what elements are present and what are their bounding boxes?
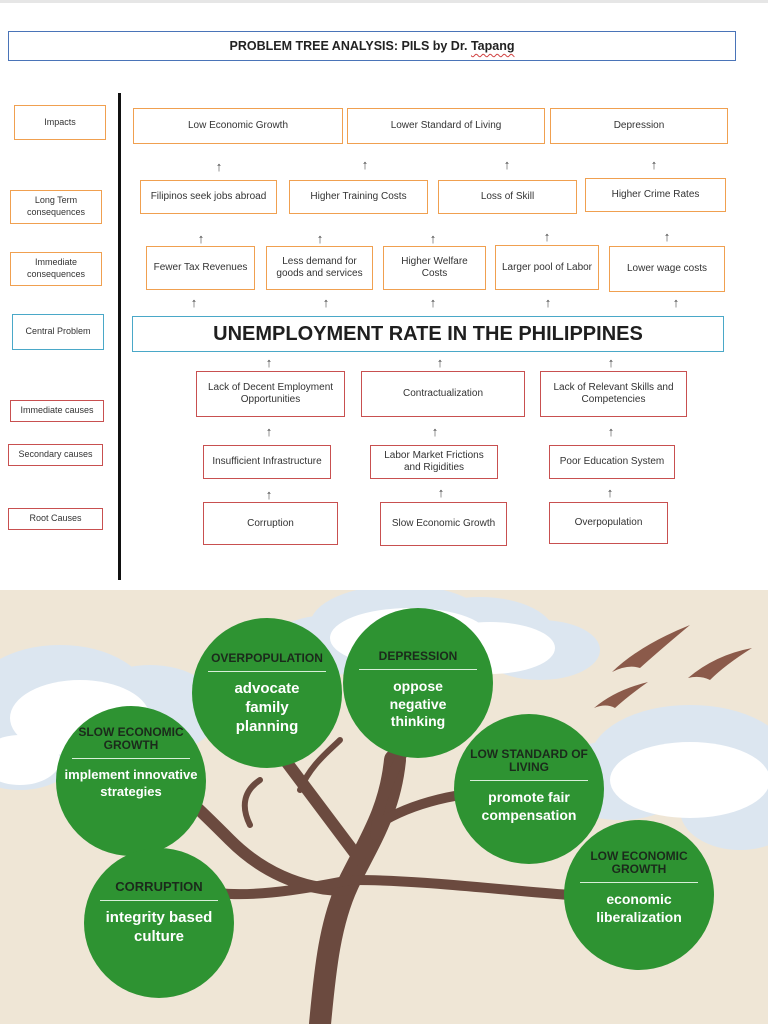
title-box: PROBLEM TREE ANALYSIS: PILS by Dr. Tapan… bbox=[8, 31, 736, 61]
circle-problem-label: LOW STANDARD OF LIVING bbox=[470, 747, 588, 775]
long-term-box: Filipinos seek jobs abroad bbox=[140, 180, 277, 214]
circle-divider bbox=[580, 882, 698, 884]
immediate-cause-box: Contractualization bbox=[361, 371, 525, 417]
title-author-name: Tapang bbox=[470, 39, 515, 53]
root-cause-box: Corruption bbox=[203, 502, 338, 545]
tree-trunk bbox=[144, 715, 575, 1024]
solution-circle-corruption: CORRUPTION integrity based culture bbox=[84, 848, 234, 998]
circle-divider bbox=[208, 671, 326, 673]
circle-solution-text: economic liberalization bbox=[596, 891, 682, 925]
arrow-up-icon: ↑ bbox=[429, 231, 437, 246]
circle-solution-text: promote fair compensation bbox=[481, 789, 577, 823]
long-term-box: Loss of Skill bbox=[438, 180, 577, 214]
circle-problem-label: LOW ECONOMIC GROWTH bbox=[590, 849, 688, 877]
long-term-box: Higher Crime Rates bbox=[585, 178, 726, 212]
arrow-up-icon: ↑ bbox=[436, 355, 444, 370]
side-label-impacts: Impacts bbox=[14, 105, 106, 140]
side-label-root-causes: Root Causes bbox=[8, 508, 103, 530]
solution-circle-slow-economic-growth: SLOW ECONOMIC GROWTH implement innovativ… bbox=[56, 706, 206, 856]
arrow-up-icon: ↑ bbox=[544, 295, 552, 310]
solution-circle-low-economic-growth: LOW ECONOMIC GROWTH economic liberalizat… bbox=[564, 820, 714, 970]
side-label-long-term: Long Term consequences bbox=[10, 190, 102, 224]
side-label-secondary-causes: Secondary causes bbox=[8, 444, 103, 466]
arrow-up-icon: ↑ bbox=[503, 157, 511, 172]
arrow-up-icon: ↑ bbox=[265, 424, 273, 439]
immediate-cause-box: Lack of Decent Employment Opportunities bbox=[196, 371, 345, 417]
consequence-box: Larger pool of Labor bbox=[495, 245, 599, 290]
page-title: PROBLEM TREE ANALYSIS: PILS by Dr. Tapan… bbox=[229, 39, 514, 53]
circle-problem-label: SLOW ECONOMIC GROWTH bbox=[78, 725, 184, 753]
arrow-up-icon: ↑ bbox=[322, 295, 330, 310]
circle-problem-label: CORRUPTION bbox=[115, 879, 203, 894]
solution-circle-depression: DEPRESSION oppose negative thinking bbox=[343, 608, 493, 758]
side-label-central-problem: Central Problem bbox=[12, 314, 104, 350]
central-problem-box: UNEMPLOYMENT RATE IN THE PHILIPPINES bbox=[132, 316, 724, 352]
arrow-up-icon: ↑ bbox=[429, 295, 437, 310]
arrow-up-icon: ↑ bbox=[265, 355, 273, 370]
impact-box: Lower Standard of Living bbox=[347, 108, 545, 144]
circle-problem-label: OVERPOPULATION bbox=[211, 651, 323, 665]
solution-circle-low-standard-of-living: LOW STANDARD OF LIVING promote fair comp… bbox=[454, 714, 604, 864]
arrow-up-icon: ↑ bbox=[431, 424, 439, 439]
consequence-box: Less demand for goods and services bbox=[266, 246, 373, 290]
arrow-up-icon: ↑ bbox=[437, 485, 445, 500]
circle-divider bbox=[359, 669, 477, 671]
solution-circle-overpopulation: OVERPOPULATION advocate family planning bbox=[192, 618, 342, 768]
immediate-cause-box: Lack of Relevant Skills and Competencies bbox=[540, 371, 687, 417]
consequence-box: Fewer Tax Revenues bbox=[146, 246, 255, 290]
tree-scene-svg bbox=[0, 590, 768, 1024]
arrow-up-icon: ↑ bbox=[607, 424, 615, 439]
arrow-up-icon: ↑ bbox=[672, 295, 680, 310]
arrow-up-icon: ↑ bbox=[650, 157, 658, 172]
solution-tree-illustration: SLOW ECONOMIC GROWTH implement innovativ… bbox=[0, 590, 768, 1024]
vertical-divider bbox=[118, 93, 121, 580]
consequence-box: Lower wage costs bbox=[609, 246, 725, 292]
circle-solution-text: implement innovative strategies bbox=[64, 767, 198, 799]
circle-solution-text: advocate family planning bbox=[234, 680, 300, 735]
arrow-up-icon: ↑ bbox=[361, 157, 369, 172]
arrow-up-icon: ↑ bbox=[265, 487, 273, 502]
root-cause-box: Slow Economic Growth bbox=[380, 502, 507, 546]
side-label-immediate-causes: Immediate causes bbox=[10, 400, 104, 422]
secondary-cause-box: Labor Market Frictions and Rigidities bbox=[370, 445, 498, 479]
consequence-box: Higher Welfare Costs bbox=[383, 246, 486, 290]
top-divider bbox=[0, 0, 768, 3]
impact-box: Depression bbox=[550, 108, 728, 144]
circle-solution-text: integrity based culture bbox=[105, 909, 213, 946]
arrow-up-icon: ↑ bbox=[316, 231, 324, 246]
root-cause-box: Overpopulation bbox=[549, 502, 668, 544]
cloud-icon bbox=[610, 742, 768, 818]
arrow-up-icon: ↑ bbox=[215, 159, 223, 174]
secondary-cause-box: Insufficient Infrastructure bbox=[203, 445, 331, 479]
circle-divider bbox=[72, 758, 190, 760]
circle-divider bbox=[100, 900, 218, 902]
arrow-up-icon: ↑ bbox=[606, 485, 614, 500]
long-term-box: Higher Training Costs bbox=[289, 180, 428, 214]
circle-solution-text: oppose negative thinking bbox=[389, 678, 447, 730]
arrow-up-icon: ↑ bbox=[197, 231, 205, 246]
arrow-up-icon: ↑ bbox=[543, 229, 551, 244]
arrow-up-icon: ↑ bbox=[190, 295, 198, 310]
bird-icon bbox=[594, 625, 752, 708]
arrow-up-icon: ↑ bbox=[663, 229, 671, 244]
title-prefix: PROBLEM TREE ANALYSIS: PILS by Dr. bbox=[229, 39, 471, 53]
circle-problem-label: DEPRESSION bbox=[378, 649, 458, 663]
impact-box: Low Economic Growth bbox=[133, 108, 343, 144]
circle-divider bbox=[470, 780, 588, 782]
arrow-up-icon: ↑ bbox=[607, 355, 615, 370]
secondary-cause-box: Poor Education System bbox=[549, 445, 675, 479]
side-label-immediate-consequences: Immediate consequences bbox=[10, 252, 102, 286]
